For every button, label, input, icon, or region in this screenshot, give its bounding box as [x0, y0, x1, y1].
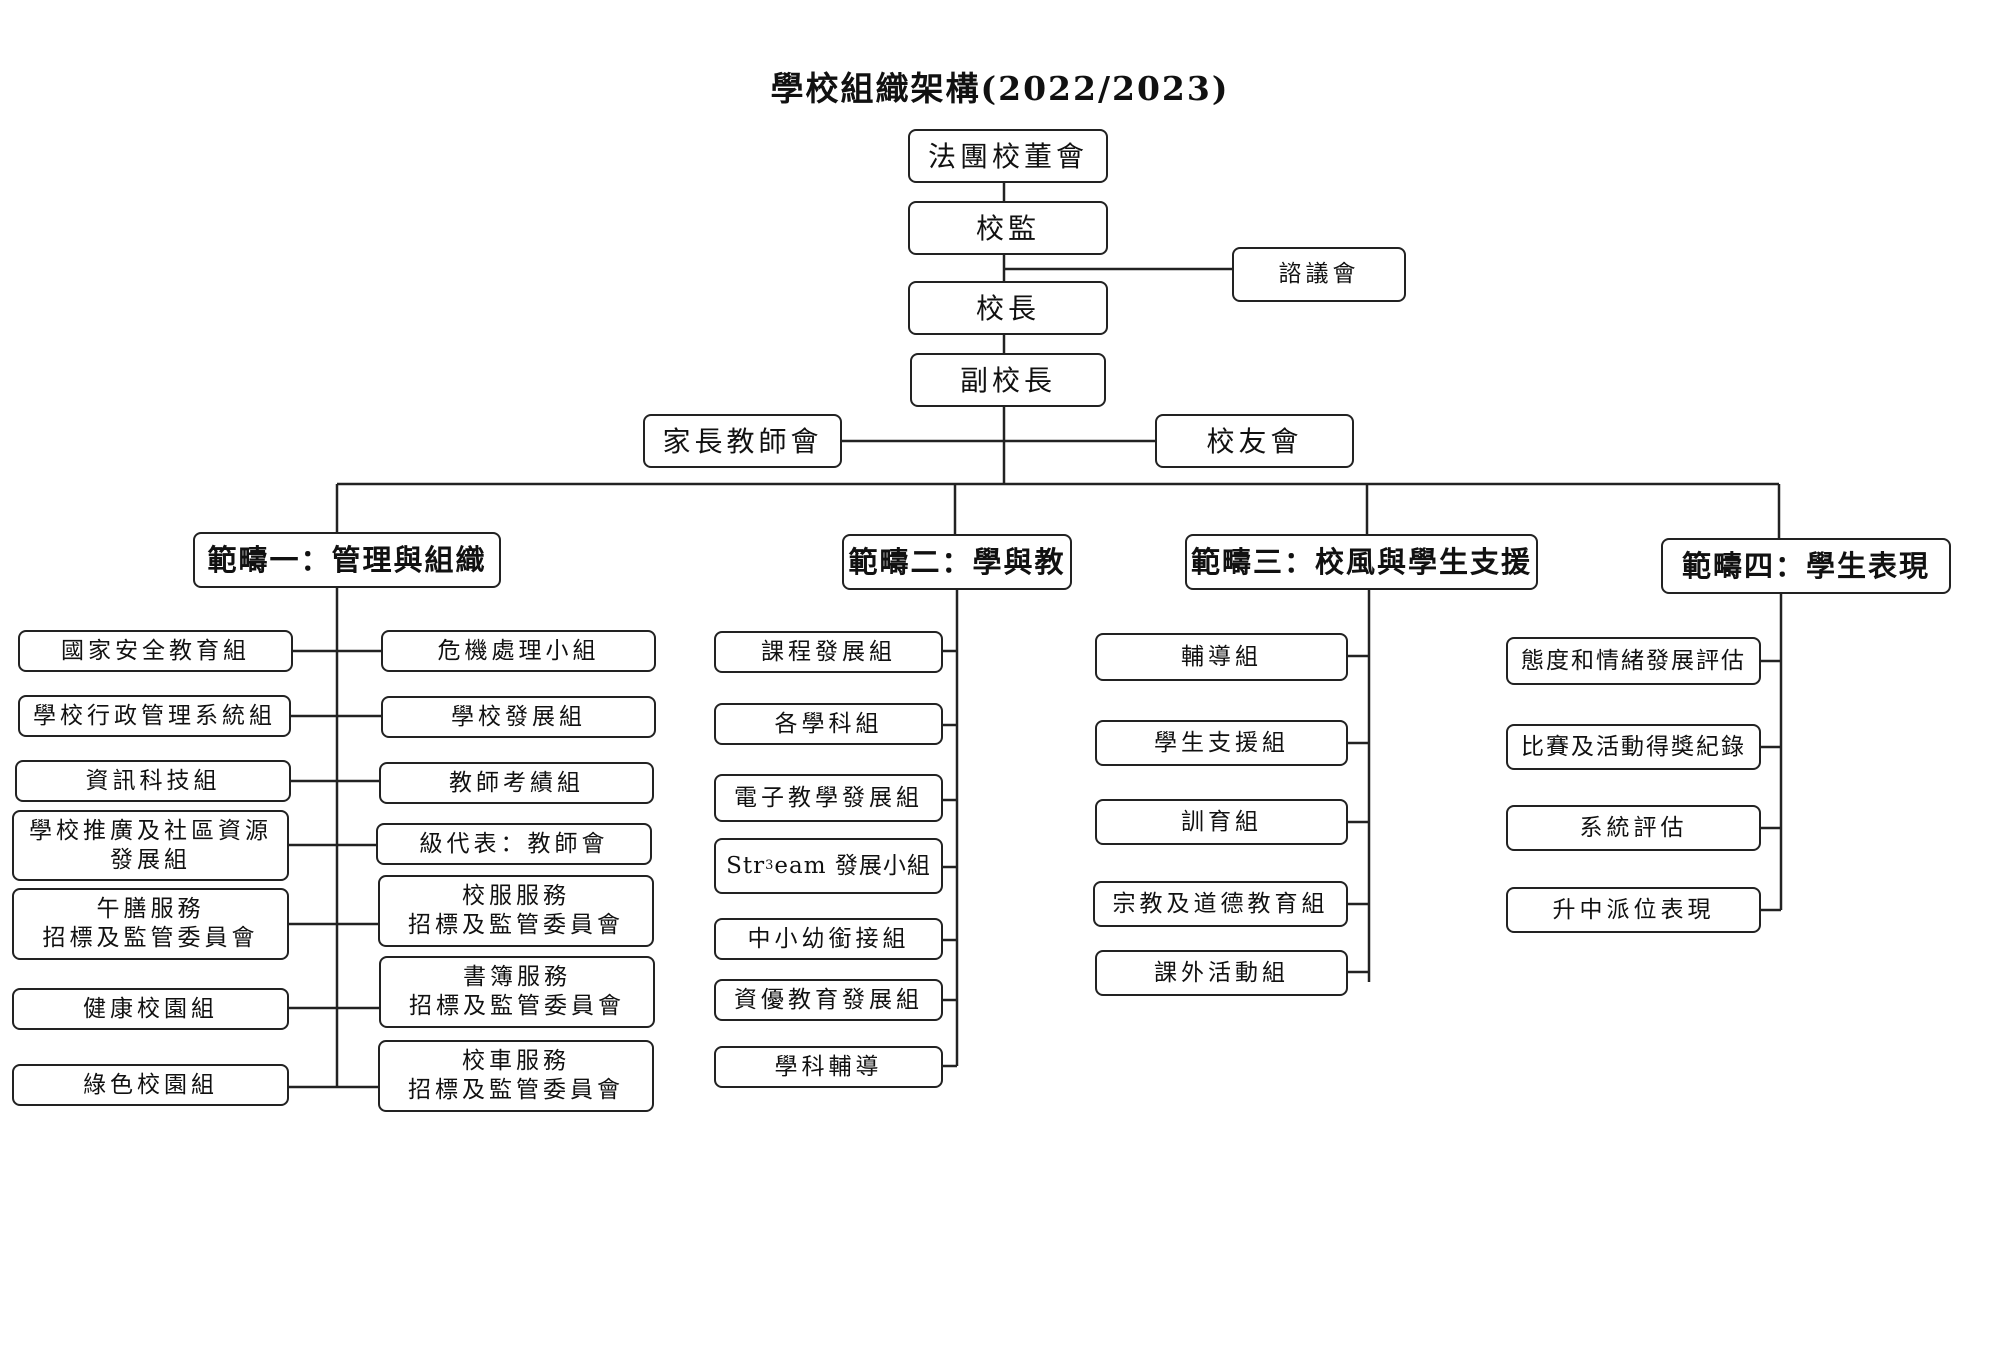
domain-2-title: 範疇二：學與教	[842, 534, 1072, 590]
principal-box: 校長	[908, 281, 1108, 335]
subject-tutoring-box: 學科輔導	[714, 1046, 943, 1088]
system-assessment-box: 系統評估	[1506, 805, 1761, 851]
textbook-service-committee-box: 書簿服務 招標及監管委員會	[379, 956, 655, 1028]
green-campus-box: 綠色校園組	[12, 1064, 289, 1106]
lunch-service-committee-box: 午膳服務 招標及監管委員會	[12, 888, 289, 960]
religious-moral-education-box: 宗教及道德教育組	[1093, 881, 1348, 927]
healthy-campus-box: 健康校園組	[12, 988, 289, 1030]
secondary-allocation-box: 升中派位表現	[1506, 887, 1761, 933]
teachers-union-rep-box: 級代表：教師會	[376, 823, 652, 865]
discipline-box: 訓育組	[1095, 799, 1348, 845]
domain-3-title: 範疇三：校風與學生支援	[1185, 534, 1538, 590]
school-bus-committee-box: 校車服務 招標及監管委員會	[378, 1040, 654, 1112]
school-admin-system-box: 學校行政管理系統組	[18, 695, 291, 737]
chart-title: 學校組織架構(2022/2023)	[770, 69, 1230, 108]
subject-groups-box: 各學科組	[714, 703, 943, 745]
school-development-box: 學校發展組	[381, 696, 656, 738]
domain-4-title: 範疇四：學生表現	[1661, 538, 1951, 594]
supervisor-box: 校監	[908, 201, 1108, 255]
it-box: 資訊科技組	[15, 760, 291, 802]
alumni-box: 校友會	[1155, 414, 1354, 468]
pta-box: 家長教師會	[643, 414, 842, 468]
national-security-education-box: 國家安全教育組	[18, 630, 293, 672]
consultative-committee-box: 諮議會	[1232, 247, 1406, 302]
teacher-appraisal-box: 教師考績組	[379, 762, 654, 804]
stream-superscript: 3	[765, 857, 775, 873]
guidance-box: 輔導組	[1095, 633, 1348, 681]
domain-1-title: 範疇一：管理與組織	[193, 532, 501, 588]
attitude-emotion-assessment-box: 態度和情緒發展評估	[1506, 637, 1761, 685]
gifted-education-box: 資優教育發展組	[714, 979, 943, 1021]
school-board-box: 法團校董會	[908, 129, 1108, 183]
curriculum-development-box: 課程發展組	[714, 631, 943, 673]
extracurricular-activities-box: 課外活動組	[1095, 950, 1348, 996]
vice-principal-box: 副校長	[910, 353, 1106, 407]
awards-record-box: 比賽及活動得獎紀錄	[1506, 724, 1761, 770]
stream-prefix: Str	[726, 852, 766, 879]
e-learning-box: 電子教學發展組	[714, 774, 943, 822]
crisis-management-box: 危機處理小組	[381, 630, 656, 672]
school-promotion-box: 學校推廣及社區資源 發展組	[12, 810, 289, 881]
stream-suffix: eam 發展小組	[774, 852, 931, 879]
student-support-box: 學生支援組	[1095, 720, 1348, 766]
uniform-service-committee-box: 校服服務 招標及監管委員會	[378, 875, 654, 947]
school-transition-box: 中小幼銜接組	[714, 918, 943, 960]
